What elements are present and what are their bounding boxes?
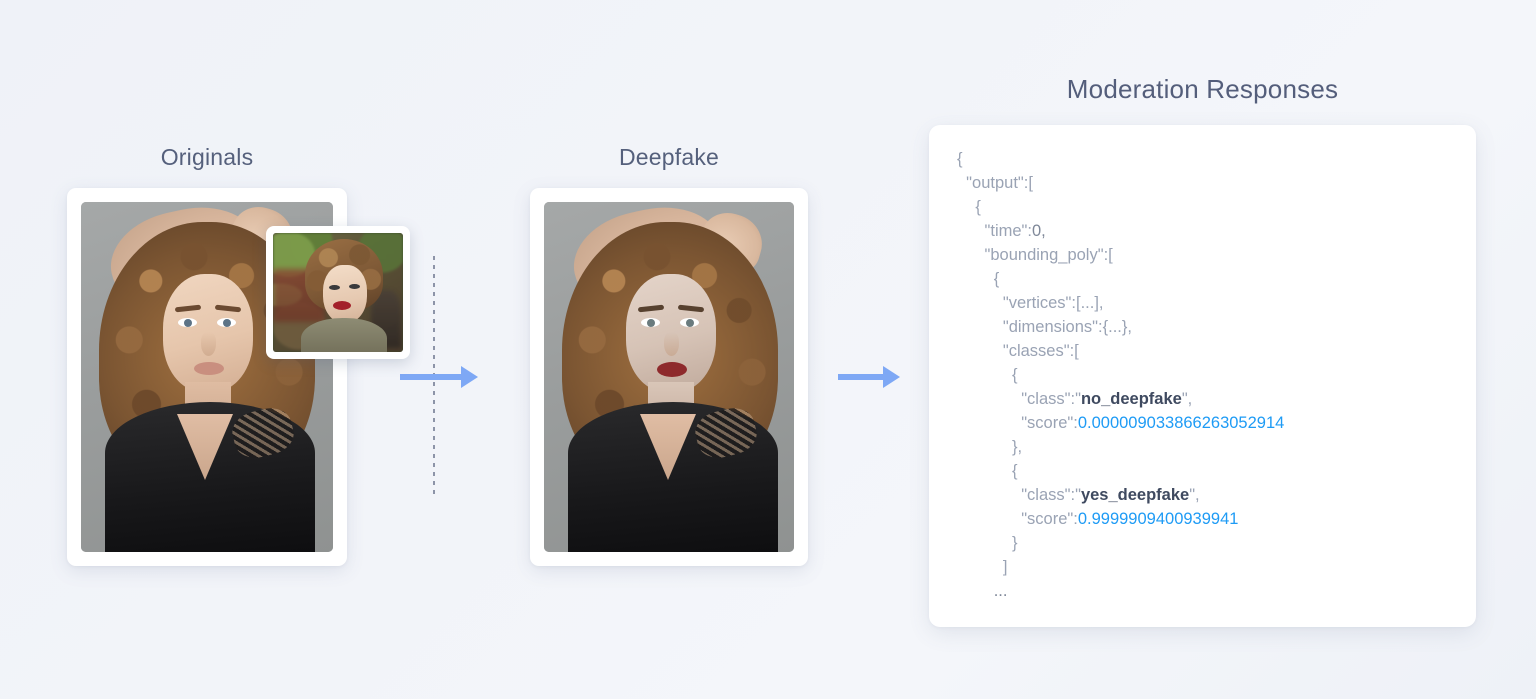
portrait-eye-left: [641, 318, 660, 327]
json-line: {: [957, 363, 1466, 387]
json-line: "dimensions":{...},: [957, 315, 1466, 339]
json-token-punct: {: [1012, 462, 1018, 480]
portrait-black-dress: [105, 402, 315, 552]
deepfake-image-card: [530, 188, 808, 566]
thumbnail-sweater: [301, 318, 387, 352]
portrait-black-dress: [568, 402, 778, 552]
portrait-nose: [664, 332, 679, 356]
json-token-strong: yes_deepfake: [1080, 486, 1190, 504]
json-token-key: "output":[: [966, 174, 1033, 192]
source-face-image: [273, 233, 403, 352]
json-token-punct: {: [993, 270, 1000, 288]
json-line: "bounding_poly":[: [957, 243, 1466, 267]
portrait-nose: [201, 332, 216, 356]
json-token-key: ",: [1189, 486, 1200, 504]
right-arrow-icon-originals-to-deepfake: [400, 366, 478, 388]
json-line: {: [957, 147, 1466, 171]
json-token-key: "class":": [1021, 486, 1081, 504]
json-response-body: { "output":[ { "time":0, "bounding_poly"…: [957, 147, 1466, 603]
json-line: ...: [957, 579, 1466, 603]
json-token-key: "time":: [984, 222, 1032, 240]
portrait-lips: [194, 362, 224, 375]
deepfake-column-label: Deepfake: [618, 144, 720, 170]
json-token-punct: {: [1012, 366, 1018, 384]
json-line: },: [957, 435, 1466, 459]
source-face-thumbnail-card: [266, 226, 410, 359]
json-line: "time":0,: [957, 219, 1466, 243]
json-token-punct: {: [957, 150, 963, 168]
json-token-punct: },: [1012, 438, 1023, 456]
deepfake-portrait-illustration: [544, 202, 794, 552]
moderation-response-panel: { "output":[ { "time":0, "bounding_poly"…: [929, 125, 1476, 627]
json-line: "class":"no_deepfake",: [957, 387, 1466, 411]
originals-column-label: Originals: [160, 144, 254, 170]
arrow-shaft: [838, 374, 884, 380]
thumbnail-red-lips: [333, 301, 351, 310]
portrait-eye-right: [217, 318, 236, 327]
arrow-shaft: [400, 374, 462, 380]
json-token-key: "vertices":[...],: [1002, 294, 1104, 312]
json-token-punct: }: [1012, 534, 1018, 552]
json-line: {: [957, 267, 1466, 291]
json-token-key: "dimensions":{...},: [1002, 318, 1132, 336]
json-token-num: 0.9999909400939941: [1077, 510, 1239, 528]
arrow-head: [883, 366, 900, 388]
json-line: {: [957, 459, 1466, 483]
portrait-eye-right: [680, 318, 699, 327]
thumbnail-face: [323, 265, 367, 323]
json-token-plain: ...: [993, 582, 1008, 600]
json-line: "class":"yes_deepfake",: [957, 483, 1466, 507]
json-line: "vertices":[...],: [957, 291, 1466, 315]
json-token-key: "score":: [1021, 414, 1078, 432]
json-line: "classes":[: [957, 339, 1466, 363]
json-token-punct: ]: [1002, 558, 1008, 576]
deepfake-image: [544, 202, 794, 552]
portrait-eye-left: [178, 318, 197, 327]
arrow-head: [461, 366, 478, 388]
json-token-key: "class":": [1021, 390, 1081, 408]
json-line: {: [957, 195, 1466, 219]
json-token-key: ",: [1181, 390, 1193, 408]
portrait-lips: [657, 362, 687, 377]
panel-title: Moderation Responses: [1066, 74, 1339, 104]
json-line: "output":[: [957, 171, 1466, 195]
json-token-key: "classes":[: [1002, 342, 1079, 360]
json-line: "score":0.000009033866263052914: [957, 411, 1466, 435]
thumbnail-eye-right: [349, 284, 360, 289]
json-line: "score":0.9999909400939941: [957, 507, 1466, 531]
right-arrow-icon-deepfake-to-response: [838, 366, 900, 388]
json-line: }: [957, 531, 1466, 555]
json-token-key: "score":: [1021, 510, 1078, 528]
json-token-plain: 0,: [1032, 222, 1046, 240]
json-line: ]: [957, 555, 1466, 579]
thumbnail-eye-left: [329, 285, 340, 290]
json-token-strong: no_deepfake: [1080, 390, 1182, 408]
json-token-num: 0.000009033866263052914: [1077, 414, 1285, 432]
json-token-key: "bounding_poly":[: [984, 246, 1113, 264]
json-token-punct: {: [975, 198, 981, 216]
